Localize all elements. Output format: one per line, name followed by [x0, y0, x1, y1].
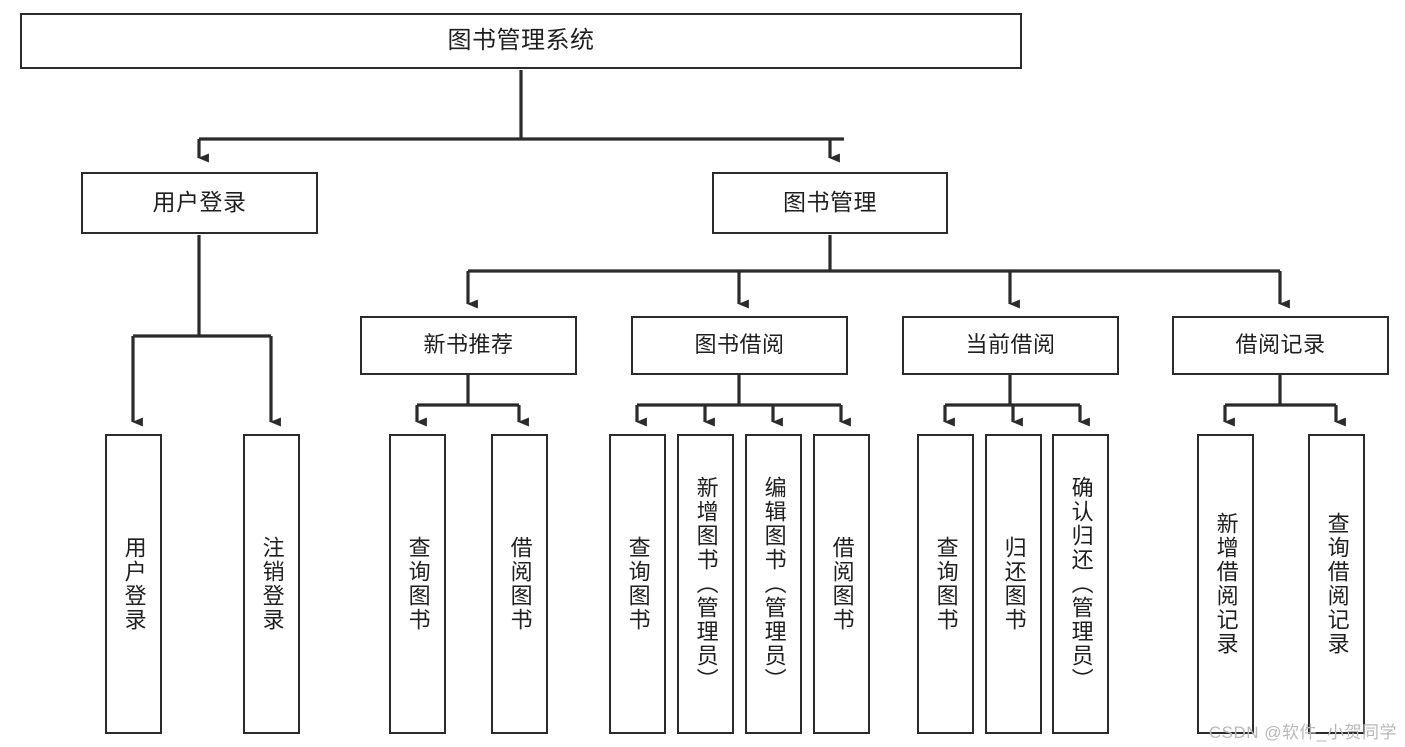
leaf-borrow-add-book-label: 新增图书（管理员）: [693, 476, 719, 692]
leaf-record-query-label: 查询借阅记录: [1324, 512, 1350, 656]
node-new-book-recommend-label: 新书推荐: [423, 332, 514, 358]
node-borrow-record[interactable]: 借阅记录: [1172, 316, 1389, 375]
leaf-new-book-borrow-label: 借阅图书: [507, 536, 533, 632]
leaf-current-return-book-label: 归还图书: [1001, 536, 1027, 632]
node-book-borrow[interactable]: 图书借阅: [631, 316, 848, 375]
leaf-new-book-query[interactable]: 查询图书: [389, 434, 446, 734]
leaf-current-query-book-label: 查询图书: [933, 536, 959, 632]
node-book-borrow-label: 图书借阅: [694, 332, 785, 358]
leaf-new-book-borrow[interactable]: 借阅图书: [491, 434, 548, 734]
leaf-record-add[interactable]: 新增借阅记录: [1197, 434, 1254, 734]
leaf-user-login-logout[interactable]: 注销登录: [243, 434, 300, 734]
leaf-record-add-label: 新增借阅记录: [1213, 512, 1239, 656]
node-book-management-label: 图书管理: [783, 189, 877, 216]
node-current-borrow-label: 当前借阅: [965, 332, 1056, 358]
node-root-system-label: 图书管理系统: [447, 26, 595, 54]
leaf-borrow-edit-book[interactable]: 编辑图书（管理员）: [745, 434, 802, 734]
node-current-borrow[interactable]: 当前借阅: [902, 316, 1119, 375]
leaf-new-book-query-label: 查询图书: [405, 536, 431, 632]
node-new-book-recommend[interactable]: 新书推荐: [360, 316, 577, 375]
leaf-current-query-book[interactable]: 查询图书: [917, 434, 974, 734]
leaf-borrow-add-book[interactable]: 新增图书（管理员）: [677, 434, 734, 734]
node-book-management[interactable]: 图书管理: [712, 172, 948, 234]
leaf-current-return-book[interactable]: 归还图书: [985, 434, 1042, 734]
node-root-system[interactable]: 图书管理系统: [20, 13, 1022, 69]
node-user-login-label: 用户登录: [152, 189, 247, 216]
leaf-user-login-login[interactable]: 用户登录: [105, 434, 162, 734]
leaf-borrow-edit-book-label: 编辑图书（管理员）: [761, 476, 787, 692]
leaf-record-query[interactable]: 查询借阅记录: [1308, 434, 1365, 734]
leaf-current-confirm-return-label: 确认归还（管理员）: [1068, 476, 1094, 692]
csdn-watermark: CSDN @软件_小贺同学: [1208, 723, 1397, 742]
node-user-login[interactable]: 用户登录: [81, 172, 318, 234]
leaf-user-login-logout-label: 注销登录: [259, 536, 285, 632]
leaf-borrow-query-book[interactable]: 查询图书: [609, 434, 666, 734]
leaf-borrow-borrow-book-label: 借阅图书: [829, 536, 855, 632]
leaf-borrow-query-book-label: 查询图书: [625, 536, 651, 632]
node-borrow-record-label: 借阅记录: [1235, 332, 1326, 358]
leaf-current-confirm-return[interactable]: 确认归还（管理员）: [1052, 434, 1109, 734]
leaf-user-login-login-label: 用户登录: [121, 536, 147, 632]
leaf-borrow-borrow-book[interactable]: 借阅图书: [813, 434, 870, 734]
